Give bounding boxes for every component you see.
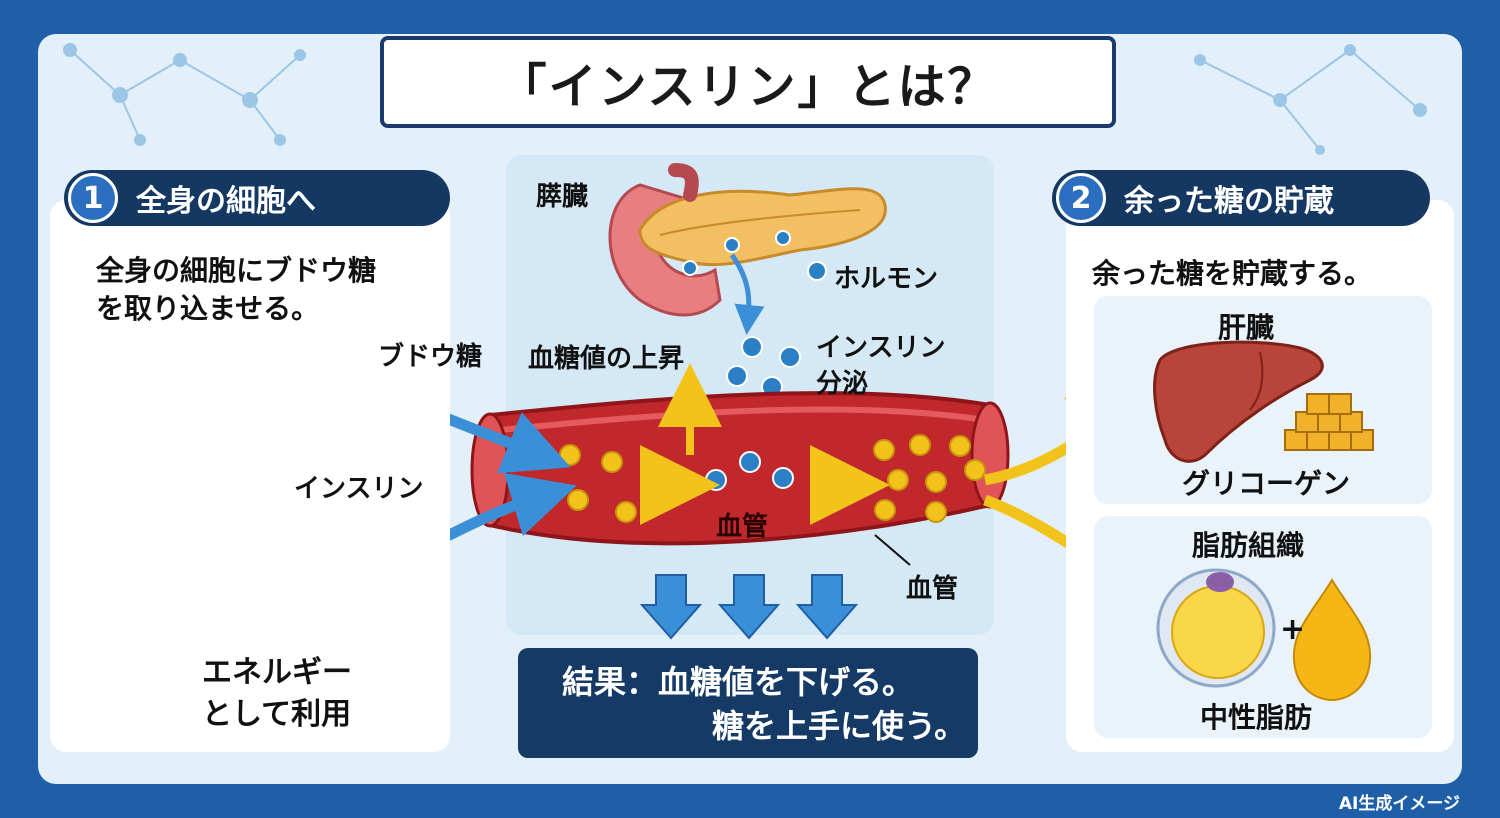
left-card (50, 200, 450, 752)
right-description: 余った糖を貯蔵する。 (1092, 257, 1373, 290)
plus-sign: + (1280, 612, 1306, 647)
liver-icon (1153, 340, 1324, 463)
vessel-pointer (874, 534, 911, 566)
vessel-outer-label: 血管 (906, 574, 959, 604)
liver-label: 肝臓 (1218, 311, 1275, 344)
lowering-arrows (639, 574, 859, 640)
section-heading-2: 余った糖の貯蔵 (1124, 184, 1334, 219)
pancreas-illustration (608, 163, 887, 335)
left-desc-line1: 全身の細胞にブドウ糖 (96, 254, 377, 287)
page-title: 「インスリン」とは？ (498, 59, 998, 115)
network-decoration (63, 43, 1427, 155)
vessel-inner-label: 血管 (716, 512, 769, 542)
hormone-label: ホルモン (834, 264, 939, 294)
section-header-1: 1 全身の細胞へ (64, 170, 450, 226)
hormone-legend-dot (807, 261, 827, 281)
left-desc-line2: を取り込ませる。 (96, 292, 320, 325)
result-line1: 結果：血糖値を下げる。 (562, 663, 915, 701)
step-badge-1: 1 (68, 173, 118, 223)
energy-line2: として利用 (202, 697, 352, 732)
triglyceride-label: 中性脂肪 (1200, 701, 1313, 734)
section-heading-1: 全身の細胞へ (136, 184, 316, 219)
adipose-label: 脂肪組織 (1192, 529, 1305, 562)
rise-label: 血糖値の上昇 (528, 344, 685, 374)
result-box: 結果：血糖値を下げる。 糖を上手に使う。 (518, 648, 978, 758)
ai-generated-note: AI生成イメージ (1338, 794, 1460, 814)
step-badge-2: 2 (1056, 173, 1106, 223)
left-description: 全身の細胞にブドウ糖 を取り込ませる。 (96, 252, 376, 328)
result-line2: 糖を上手に使う。 (712, 707, 967, 745)
secretion-label: インスリン 分泌 (816, 330, 945, 402)
insulin-label: インスリン (294, 474, 424, 504)
secretion-line2: 分泌 (816, 369, 869, 399)
energy-line1: エネルギー (202, 655, 352, 690)
title-box: 「インスリン」とは？ (380, 36, 1116, 128)
energy-label: エネルギー として利用 (202, 652, 352, 736)
secretion-line1: インスリン (816, 333, 946, 363)
glycogen-blocks-icon (1284, 393, 1374, 451)
glycogen-label: グリコーゲン (1182, 467, 1351, 500)
pancreas-label: 膵臓 (536, 182, 589, 212)
glucose-label: ブドウ糖 (378, 342, 483, 372)
section-header-2: 2 余った糖の貯蔵 (1052, 170, 1430, 226)
fat-cell-icon (1156, 568, 1276, 688)
oil-drop-icon (1292, 578, 1372, 702)
